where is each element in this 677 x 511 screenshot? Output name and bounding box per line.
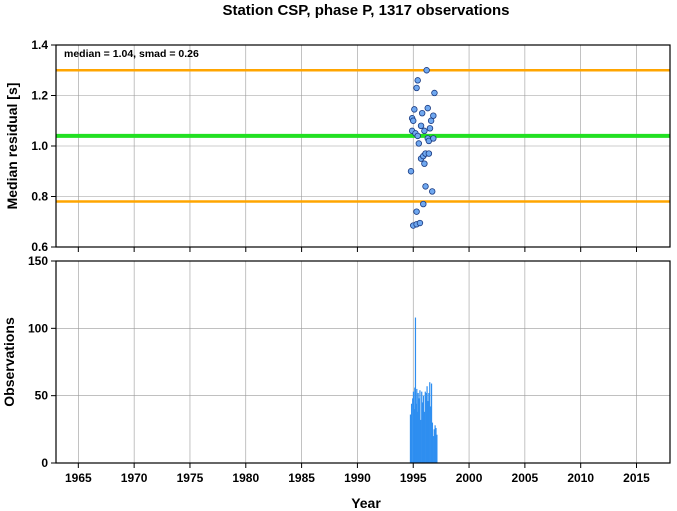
residual-point	[426, 125, 434, 132]
residual-point	[421, 160, 428, 167]
residual-point	[425, 150, 433, 157]
year-x-tick-label: 2015	[623, 471, 650, 485]
observations-bar	[415, 403, 417, 463]
observations-bar	[434, 425, 436, 463]
observations-y-ticks: 0 50 100 150	[28, 254, 56, 470]
observations-bar	[419, 390, 421, 463]
observations-bar	[422, 395, 425, 463]
residual-points	[407, 67, 438, 229]
observations-bar	[435, 427, 437, 463]
residual-y-tick-label: 0.8	[31, 190, 48, 204]
residual-point	[413, 84, 420, 92]
observations-bar	[412, 398, 414, 463]
residual-point	[413, 208, 420, 215]
residual-y-tick-label: 0.6	[31, 240, 48, 254]
observations-bar	[421, 391, 423, 463]
observations-bar	[409, 414, 412, 463]
year-x-tick-label: 1995	[400, 471, 427, 485]
residual-point	[415, 140, 423, 147]
residual-point	[430, 135, 437, 142]
residual-point	[411, 106, 418, 113]
year-x-ticks: 1965 1970 1975 1980 1985 1990 1995 2000 2005 2010…	[65, 463, 650, 485]
residual-point	[423, 67, 430, 74]
observations-bar	[414, 317, 417, 463]
observations-bar	[431, 422, 434, 463]
observations-bar	[417, 392, 419, 463]
year-x-tick-label: 1980	[232, 471, 259, 485]
residual-point	[414, 132, 421, 140]
residual-y-tick-label: 1.0	[31, 139, 48, 153]
observations-bar	[428, 392, 430, 463]
observations-bar	[423, 411, 425, 463]
year-x-tick-label: 1975	[177, 471, 204, 485]
year-x-tick-label: 2005	[512, 471, 539, 485]
observations-bar	[432, 436, 434, 463]
residual-point	[430, 112, 437, 119]
residual-annotation: median = 1.04, smad = 0.26	[64, 48, 199, 60]
residual-y-ticks: 0.6 0.8 1.0 1.2 1.4	[31, 38, 638, 254]
residual-point	[416, 219, 424, 227]
residual-point	[422, 183, 429, 190]
residual-y-tick-label: 1.2	[31, 89, 48, 103]
residual-point	[407, 168, 415, 175]
year-x-tick-label: 2000	[456, 471, 483, 485]
observations-bar	[430, 383, 433, 463]
residual-point	[420, 200, 427, 208]
observations-bar	[420, 419, 422, 463]
observations-bar	[427, 401, 429, 463]
observations-bar	[416, 388, 418, 463]
observations-bar	[429, 382, 431, 463]
residual-panel: 0.6 0.8 1.0 1.2 1.4 median = 1.04, smad = 0.…	[4, 38, 671, 254]
year-x-tick-label: 2010	[567, 471, 594, 485]
year-x-tick-label: 1990	[344, 471, 371, 485]
observations-y-axis-label: Observations	[1, 317, 17, 407]
residual-point	[417, 122, 425, 129]
residual-point	[429, 188, 436, 195]
observations-bar	[430, 406, 432, 463]
observations-bar	[436, 434, 438, 463]
observations-bar	[424, 391, 426, 463]
residual-point	[410, 117, 417, 124]
residual-y-axis-label: Median residual [s]	[4, 83, 20, 210]
year-x-axis-label: Year	[351, 495, 381, 511]
residual-reference-lines	[56, 69, 670, 203]
chart-title: Station CSP, phase P, 1317 observations	[222, 2, 509, 19]
observations-bar	[418, 398, 420, 463]
residual-point	[418, 109, 426, 117]
residual-y-tick-label: 1.4	[31, 38, 48, 52]
observations-bar	[413, 409, 415, 463]
observations-bar	[414, 387, 416, 463]
observations-y-tick-label: 0	[41, 456, 48, 470]
observations-plot-frame	[55, 260, 671, 464]
observations-bars	[409, 317, 438, 463]
observations-bar	[410, 403, 413, 463]
observations-y-tick-label: 100	[28, 321, 48, 335]
observations-bar	[416, 411, 419, 463]
observations-y-tick-label: 150	[28, 254, 48, 268]
observations-bar	[433, 429, 435, 463]
residual-grid	[56, 44, 670, 248]
observations-panel: 0 50 100 150 1965 1970 1975 1980 1985 1990 1995 20…	[1, 254, 671, 511]
residual-point	[431, 89, 438, 97]
year-x-tick-label: 1985	[288, 471, 315, 485]
observations-y-tick-label: 50	[35, 389, 49, 403]
observations-bar	[422, 402, 424, 463]
observations-bar	[412, 391, 415, 463]
observations-bar	[426, 386, 428, 463]
observations-bar	[425, 392, 427, 463]
year-x-tick-label: 1970	[121, 471, 148, 485]
observations-grid	[56, 260, 670, 464]
residual-point	[414, 77, 421, 84]
residual-point	[424, 104, 431, 112]
residual-point	[421, 127, 428, 135]
year-x-tick-label: 1965	[65, 471, 92, 485]
